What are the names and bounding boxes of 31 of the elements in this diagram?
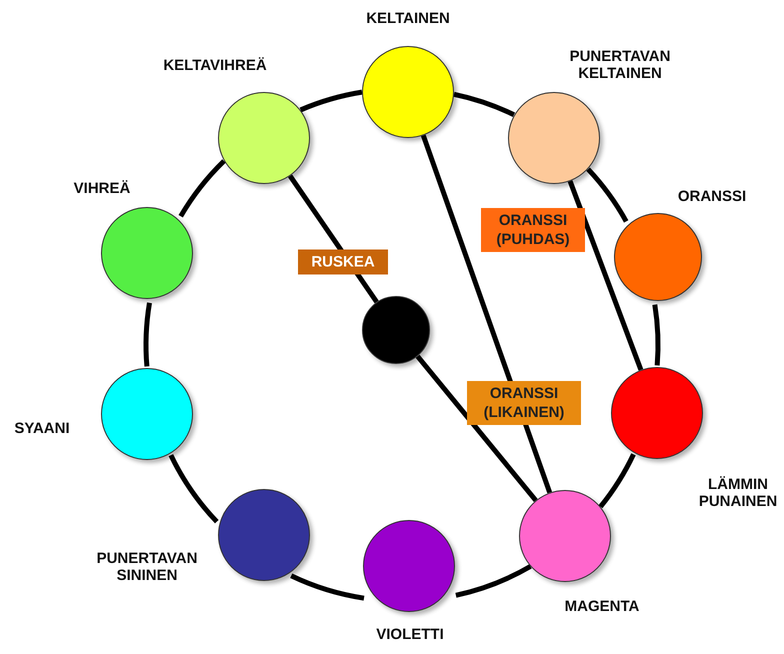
color-name: MAGENTA: [564, 598, 640, 615]
ring-arc: [300, 90, 362, 112]
color-circle: [101, 207, 193, 299]
ring-arc: [178, 159, 226, 218]
connector-line: [568, 180, 644, 371]
color-name: PUNERTAVAN SININEN: [96, 550, 198, 584]
color-name: KELTAINEN: [365, 10, 451, 27]
ring-arc: [144, 302, 152, 367]
edge-label: ORANSSI (PUHDAS): [481, 208, 585, 252]
color-circle: [362, 296, 430, 364]
connector-line: [420, 134, 552, 494]
ring-arc: [453, 92, 516, 118]
ring-arc: [455, 564, 532, 598]
color-circle: [519, 490, 611, 582]
edge-label: RUSKEA: [298, 250, 388, 274]
color-name: VIOLETTI: [375, 626, 445, 643]
edge-label: ORANSSI (LIKAINEN): [467, 381, 581, 425]
ring-arc: [598, 453, 636, 508]
ring-arc: [586, 168, 628, 223]
color-circle: [614, 213, 702, 301]
color-name: LÄMMIN PUNAINEN: [698, 476, 778, 510]
connector-line: [416, 354, 538, 502]
color-name: PUNERTAVAN KELTAINEN: [568, 48, 672, 82]
color-name: VIHREÄ: [72, 180, 132, 197]
color-circle: [218, 92, 310, 184]
ring-arc: [652, 304, 660, 366]
ring-arc: [168, 454, 219, 524]
color-name: SYAANI: [13, 420, 71, 437]
ring-arc: [290, 574, 364, 601]
color-name: KELTAVIHREÄ: [162, 57, 268, 74]
color-name: ORANSSI: [676, 188, 748, 205]
